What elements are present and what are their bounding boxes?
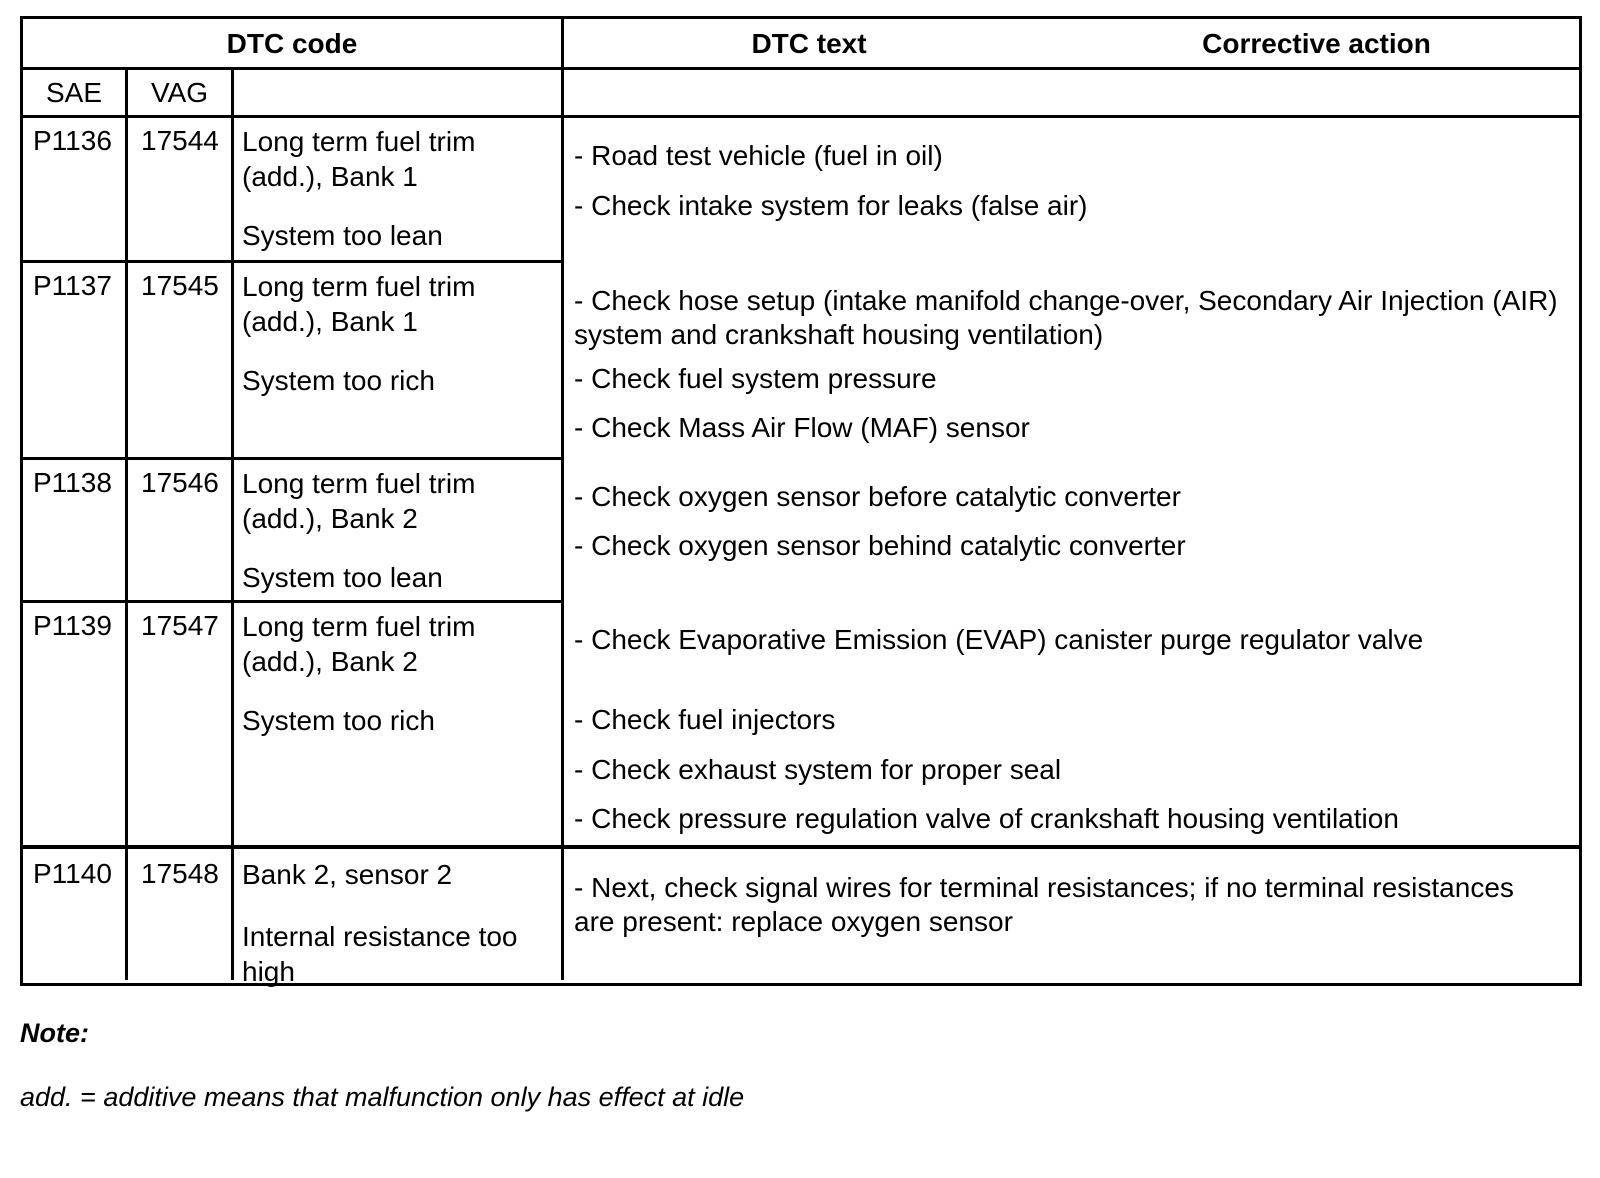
action-p1139-1: - Check Evaporative Emission (EVAP) cani…	[574, 624, 1424, 655]
header-corrective-action: Corrective action	[1202, 28, 1431, 59]
action-p1137-2: - Check fuel system pressure	[574, 363, 937, 394]
rule-header-split	[23, 67, 1579, 70]
cell-text-primary-p1136: Long term fuel trim (add.), Bank 1	[242, 126, 476, 192]
dtc-table: DTC code DTC text Corrective action SAE …	[20, 16, 1582, 987]
cell-vag-p1136: 17544	[141, 125, 219, 156]
note-title: Note:	[20, 1018, 89, 1048]
cell-sae-p1138: P1138	[33, 467, 112, 498]
action-p1137-1: - Check hose setup (intake manifold chan…	[574, 285, 1558, 350]
note-body: add. = additive means that malfunction o…	[20, 1082, 745, 1112]
action-p1139-3: - Check exhaust system for proper seal	[574, 754, 1062, 785]
action-p1140-1: - Next, check signal wires for terminal …	[574, 872, 1514, 937]
cell-text-secondary-p1139: System too rich	[242, 705, 435, 736]
action-p1136-2: - Check intake system for leaks (false a…	[574, 190, 1088, 221]
cell-text-primary-p1139: Long term fuel trim (add.), Bank 2	[242, 611, 476, 677]
rule-text-action-split	[561, 19, 564, 980]
action-p1136-1: - Road test vehicle (fuel in oil)	[574, 140, 943, 171]
action-p1137-3: - Check Mass Air Flow (MAF) sensor	[574, 412, 1030, 443]
rule-sae-vag-split	[125, 67, 128, 980]
action-p1139-2: - Check fuel injectors	[574, 704, 836, 735]
cell-text-primary-p1140: Bank 2, sensor 2	[242, 859, 453, 890]
cell-vag-p1137: 17545	[141, 270, 219, 301]
action-p1138-1: - Check oxygen sensor before catalytic c…	[574, 481, 1181, 512]
cell-text-primary-p1137: Long term fuel trim (add.), Bank 1	[242, 271, 476, 337]
rule-code-text-split	[231, 67, 234, 980]
cell-sae-p1136: P1136	[33, 125, 112, 156]
rule-row-p1139-bottom	[23, 845, 1579, 849]
cell-text-secondary-p1138: System too lean	[242, 562, 443, 593]
rule-row-p1137-bottom	[23, 457, 564, 460]
cell-vag-p1138: 17546	[141, 467, 219, 498]
header-sae: SAE	[45, 77, 103, 108]
header-dtc-code: DTC code	[226, 28, 358, 59]
cell-text-primary-p1138: Long term fuel trim (add.), Bank 2	[242, 468, 476, 534]
rule-row-p1138-bottom	[23, 600, 564, 603]
rule-subheader-bottom	[23, 115, 1579, 118]
cell-vag-p1139: 17547	[141, 610, 219, 641]
cell-text-secondary-p1137: System too rich	[242, 365, 435, 396]
cell-sae-p1140: P1140	[33, 858, 112, 889]
action-p1138-2: - Check oxygen sensor behind catalytic c…	[574, 530, 1186, 561]
header-vag: VAG	[150, 77, 209, 108]
cell-text-secondary-p1140: Internal resistance too high	[242, 921, 518, 987]
cell-sae-p1139: P1139	[33, 610, 112, 641]
header-dtc-text: DTC text	[751, 28, 867, 59]
action-p1139-4: - Check pressure regulation valve of cra…	[574, 803, 1399, 834]
rule-row-p1136-bottom	[23, 260, 564, 263]
cell-text-secondary-p1136: System too lean	[242, 220, 443, 251]
cell-vag-p1140: 17548	[141, 858, 219, 889]
cell-sae-p1137: P1137	[33, 270, 112, 301]
